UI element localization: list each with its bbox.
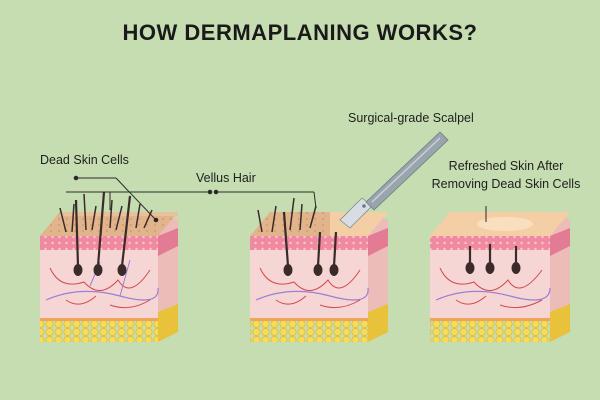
label-refreshed-skin-line1: Refreshed Skin After — [448, 159, 564, 173]
label-refreshed-skin-line2: Removing Dead Skin Cells — [431, 177, 581, 191]
skin-block-after — [430, 212, 570, 342]
skin-block-during — [250, 131, 449, 342]
skin-block-before — [40, 191, 178, 342]
scalpel-icon — [339, 131, 449, 229]
label-surgical-scalpel: Surgical-grade Scalpel — [348, 111, 474, 125]
page-title: HOW DERMAPLANING WORKS? — [122, 20, 478, 45]
label-dead-skin-cells: Dead Skin Cells — [40, 153, 129, 167]
label-vellus-hair: Vellus Hair — [196, 171, 256, 185]
fat-layer — [40, 318, 158, 342]
label-leader-lines — [66, 175, 487, 223]
